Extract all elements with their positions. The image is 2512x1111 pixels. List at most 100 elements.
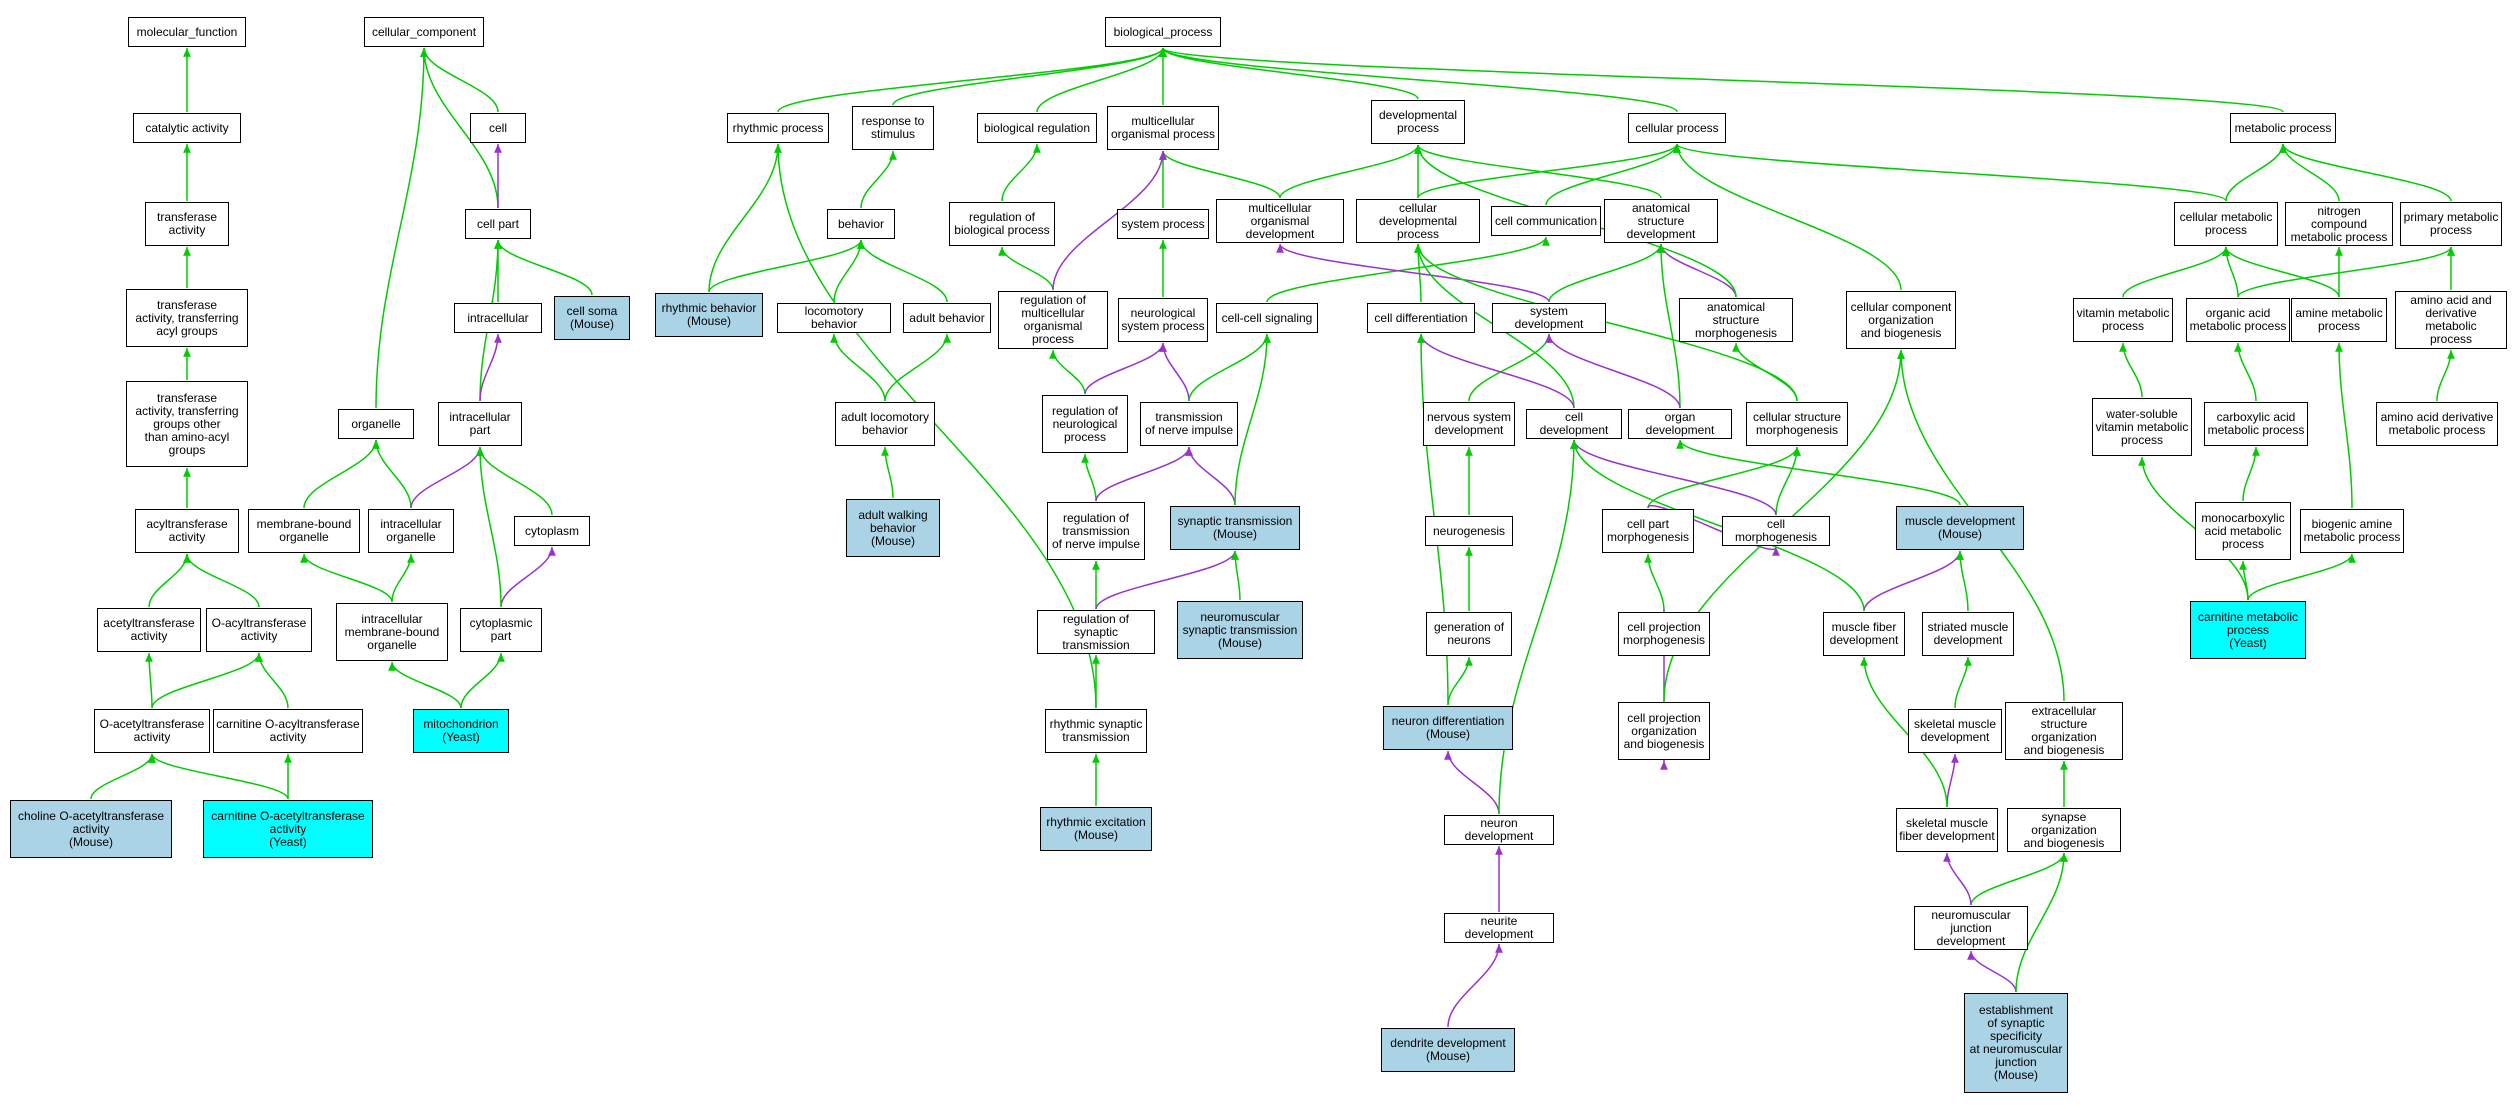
node-anat_dev[interactable]: anatomical structure development bbox=[1604, 199, 1718, 243]
node-mf[interactable]: molecular_function bbox=[128, 17, 246, 47]
node-amine[interactable]: amine metabolic process bbox=[2291, 298, 2387, 342]
node-ecm_org[interactable]: extracellular structure organization and… bbox=[2005, 702, 2123, 760]
node-cytoplasm[interactable]: cytoplasm bbox=[514, 516, 590, 546]
node-cell_part[interactable]: cell part bbox=[465, 209, 531, 239]
node-transferase_acyl[interactable]: transferase activity, transferring acyl … bbox=[126, 289, 248, 347]
node-aa_deriv[interactable]: amino acid and derivative metabolic proc… bbox=[2395, 291, 2507, 349]
node-neurogenesis[interactable]: neurogenesis bbox=[1425, 516, 1513, 546]
node-synaptic_trans[interactable]: synaptic transmission (Mouse) bbox=[1170, 506, 1300, 550]
node-system_process[interactable]: system process bbox=[1117, 209, 1209, 239]
node-cell_dev[interactable]: cell development bbox=[1526, 409, 1622, 439]
node-choline[interactable]: choline O-acetyltransferase activity (Mo… bbox=[10, 800, 172, 858]
node-rhythmic_syn[interactable]: rhythmic synaptic transmission bbox=[1045, 709, 1147, 753]
node-o_acyl[interactable]: O-acyltransferase activity bbox=[206, 608, 312, 652]
node-aa_deriv_metab[interactable]: amino acid derivative metabolic process bbox=[2376, 402, 2498, 446]
node-nervous_dev[interactable]: nervous system development bbox=[1423, 402, 1515, 446]
node-vitamin[interactable]: vitamin metabolic process bbox=[2073, 298, 2173, 342]
node-reg_bio_process[interactable]: regulation of biological process bbox=[949, 202, 1055, 246]
node-catalytic[interactable]: catalytic activity bbox=[133, 113, 241, 143]
node-transferase[interactable]: transferase activity bbox=[145, 202, 229, 246]
node-adult_behavior[interactable]: adult behavior bbox=[903, 303, 991, 333]
node-cell_metab[interactable]: cellular metabolic process bbox=[2174, 202, 2278, 246]
node-neurite_dev[interactable]: neurite development bbox=[1444, 913, 1554, 943]
node-cell_comm[interactable]: cell communication bbox=[1491, 206, 1601, 236]
node-cc[interactable]: cellular_component bbox=[364, 17, 484, 47]
node-transferase_other[interactable]: transferase activity, transferring group… bbox=[126, 381, 248, 467]
node-bp[interactable]: biological_process bbox=[1105, 17, 1221, 47]
node-reg_mop[interactable]: regulation of multicellular organismal p… bbox=[998, 291, 1108, 349]
node-nm_syn_trans[interactable]: neuromuscular synaptic transmission (Mou… bbox=[1177, 601, 1303, 659]
node-carn_o_acetyl_y[interactable]: carnitine O-acetyltransferase activity (… bbox=[203, 800, 373, 858]
node-label: cellular_component bbox=[371, 24, 477, 39]
node-locomotory[interactable]: locomotory behavior bbox=[777, 303, 891, 333]
node-carn_o_acyl[interactable]: carnitine O-acyltransferase activity bbox=[213, 709, 363, 753]
node-organic_acid[interactable]: organic acid metabolic process bbox=[2186, 298, 2290, 342]
node-intracellular[interactable]: intracellular bbox=[454, 303, 542, 333]
node-label: behavior bbox=[837, 216, 885, 231]
node-neuro_sys_process[interactable]: neurological system process bbox=[1118, 298, 1208, 342]
node-intra_part[interactable]: intracellular part bbox=[438, 402, 522, 446]
node-adult_walking[interactable]: adult walking behavior (Mouse) bbox=[846, 499, 940, 557]
node-organelle[interactable]: organelle bbox=[338, 409, 414, 439]
node-acyltransferase[interactable]: acyltransferase activity bbox=[135, 509, 239, 553]
node-reg_tni[interactable]: regulation of transmission of nerve impu… bbox=[1047, 502, 1145, 560]
node-cell_dev_process[interactable]: cellular developmental process bbox=[1356, 199, 1480, 243]
node-cell_proj_morph[interactable]: cell projection morphogenesis bbox=[1618, 612, 1710, 656]
node-cc_org_bio[interactable]: cellular component organization and biog… bbox=[1846, 291, 1956, 349]
node-cell_proj_org[interactable]: cell projection organization and biogene… bbox=[1618, 702, 1710, 760]
node-neuron_dev[interactable]: neuron development bbox=[1444, 815, 1554, 845]
node-carnitine_metab[interactable]: carnitine metabolic process (Yeast) bbox=[2190, 601, 2306, 659]
node-mo_dev[interactable]: multicellular organismal development bbox=[1216, 199, 1344, 243]
node-biogenic_amine[interactable]: biogenic amine metabolic process bbox=[2300, 509, 2404, 553]
node-cyto_part[interactable]: cytoplasmic part bbox=[460, 608, 542, 652]
node-cell_part_morph[interactable]: cell part morphogenesis bbox=[1602, 509, 1694, 553]
node-dev_process[interactable]: developmental process bbox=[1371, 100, 1465, 144]
node-cell_morph[interactable]: cell morphogenesis bbox=[1722, 516, 1830, 546]
node-behavior[interactable]: behavior bbox=[827, 209, 895, 239]
node-bio_reg[interactable]: biological regulation bbox=[977, 113, 1097, 143]
node-rhythmic_behavior[interactable]: rhythmic behavior (Mouse) bbox=[655, 293, 763, 337]
node-cell_diff[interactable]: cell differentiation bbox=[1367, 303, 1475, 333]
node-cell_struct_morph[interactable]: cellular structure morphogenesis bbox=[1746, 402, 1848, 446]
node-muscle_fiber_dev[interactable]: muscle fiber development bbox=[1823, 612, 1905, 656]
node-ws_vitamin[interactable]: water-soluble vitamin metabolic process bbox=[2092, 398, 2192, 456]
node-reg_syn_trans[interactable]: regulation of synaptic transmission bbox=[1037, 610, 1155, 654]
node-rhythmic_exc[interactable]: rhythmic excitation (Mouse) bbox=[1040, 807, 1152, 851]
node-primary_metab[interactable]: primary metabolic process bbox=[2400, 202, 2502, 246]
node-synapse_org[interactable]: synapse organization and biogenesis bbox=[2007, 808, 2121, 852]
edge-nmj_dev-skel_fiber bbox=[1943, 852, 1972, 906]
node-mop[interactable]: multicellular organismal process bbox=[1107, 106, 1219, 150]
node-response_stim[interactable]: response to stimulus bbox=[852, 106, 934, 150]
node-nitrogen[interactable]: nitrogen compound metabolic process bbox=[2285, 202, 2393, 246]
node-carboxylic[interactable]: carboxylic acid metabolic process bbox=[2204, 402, 2308, 446]
node-intra_organelle[interactable]: intracellular organelle bbox=[368, 509, 454, 553]
node-cellular_process[interactable]: cellular process bbox=[1628, 113, 1726, 143]
node-rhythmic_process[interactable]: rhythmic process bbox=[727, 113, 829, 143]
node-dendrite_dev[interactable]: dendrite development (Mouse) bbox=[1381, 1028, 1515, 1072]
node-muscle_dev[interactable]: muscle development (Mouse) bbox=[1896, 506, 2024, 550]
node-metabolic_process[interactable]: metabolic process bbox=[2230, 113, 2336, 143]
node-cell_soma[interactable]: cell soma (Mouse) bbox=[554, 296, 630, 340]
node-monocarb[interactable]: monocarboxylic acid metabolic process bbox=[2195, 502, 2291, 560]
node-sys_dev[interactable]: system development bbox=[1492, 303, 1606, 333]
node-mb_organelle[interactable]: membrane-bound organelle bbox=[248, 509, 360, 553]
node-cc_signaling[interactable]: cell-cell signaling bbox=[1216, 303, 1318, 333]
node-skel_fiber[interactable]: skeletal muscle fiber development bbox=[1896, 808, 1998, 852]
node-reg_neuro[interactable]: regulation of neurological process bbox=[1042, 395, 1128, 453]
node-skel_muscle_dev[interactable]: skeletal muscle development bbox=[1908, 709, 2002, 753]
node-tnimpulse[interactable]: transmission of nerve impulse bbox=[1140, 402, 1238, 446]
node-acetyltransferase[interactable]: acetyltransferase activity bbox=[97, 608, 201, 652]
node-neuron_diff[interactable]: neuron differentiation (Mouse) bbox=[1383, 706, 1513, 750]
node-label: neuron differentiation (Mouse) bbox=[1391, 714, 1505, 741]
node-striated_muscle_dev[interactable]: striated muscle development bbox=[1922, 612, 2014, 656]
node-nmj_dev[interactable]: neuromuscular junction development bbox=[1914, 906, 2028, 950]
node-anat_morph[interactable]: anatomical structure morphogenesis bbox=[1679, 298, 1793, 342]
node-est_syn[interactable]: establishment of synaptic specificity at… bbox=[1964, 993, 2068, 1093]
node-gen_neurons[interactable]: generation of neurons bbox=[1426, 612, 1512, 656]
node-cell[interactable]: cell bbox=[470, 113, 526, 143]
node-adult_loco[interactable]: adult locomotory behavior bbox=[835, 402, 935, 446]
node-intra_mb_organelle[interactable]: intracellular membrane-bound organelle bbox=[336, 603, 448, 661]
node-organ_dev[interactable]: organ development bbox=[1628, 409, 1732, 439]
node-o_acetyl[interactable]: O-acetyltransferase activity bbox=[94, 709, 210, 753]
node-mito[interactable]: mitochondrion (Yeast) bbox=[413, 709, 509, 753]
